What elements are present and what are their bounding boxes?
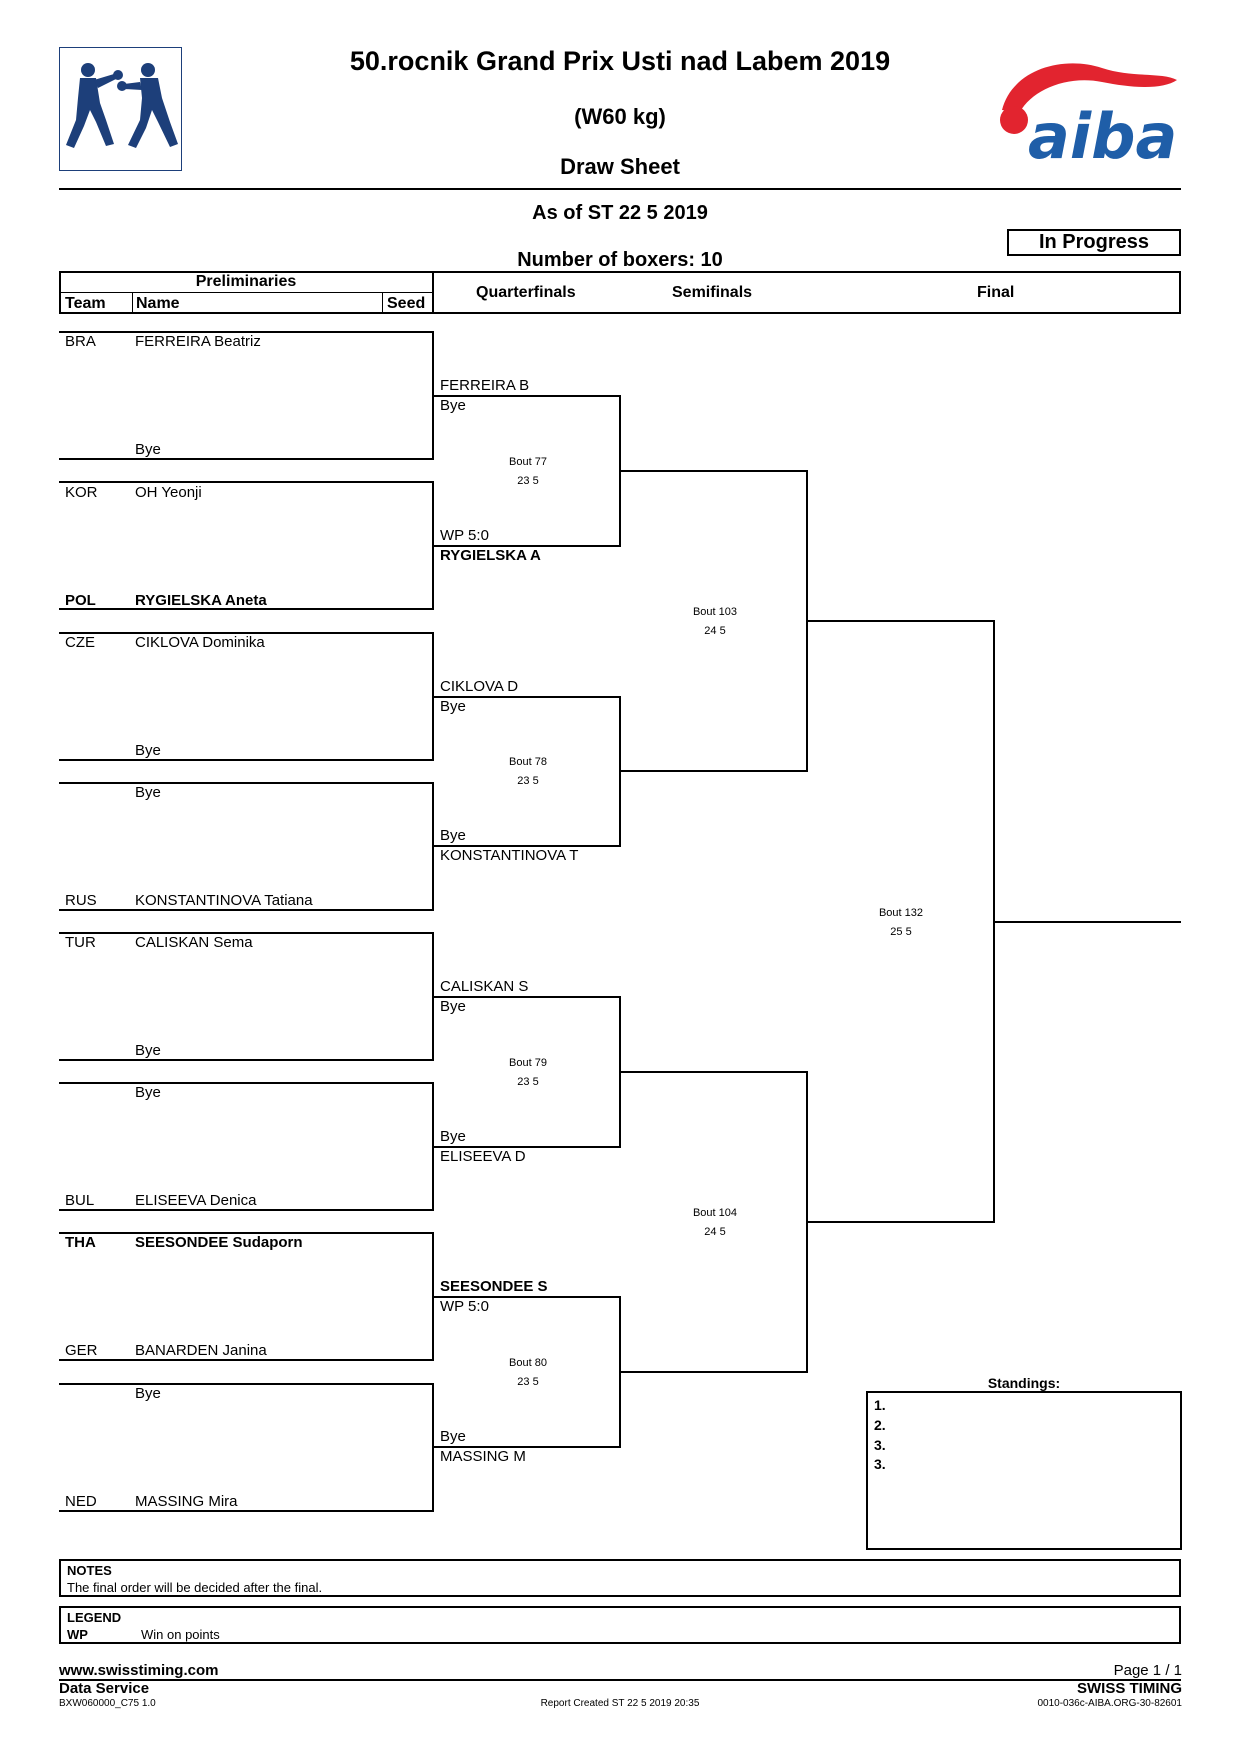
footer-website[interactable]: www.swisstiming.com <box>59 1662 219 1679</box>
standing-place: 3. <box>874 1437 886 1453</box>
status-badge: In Progress <box>1007 229 1181 256</box>
qf-top-name: FERREIRA B <box>440 377 530 394</box>
boxer-name: KONSTANTINOVA Tatiana <box>135 892 313 909</box>
as-of-date: As of ST 22 5 2019 <box>532 202 708 224</box>
boxer-name: SEESONDEE Sudaporn <box>135 1234 303 1251</box>
col-preliminaries: Preliminaries <box>195 273 297 290</box>
bout-number: Bout 77 <box>509 456 547 468</box>
footer-code-left: BXW060000_C75 1.0 <box>59 1698 156 1709</box>
team-code: RUS <box>65 892 97 909</box>
team-code: TUR <box>65 934 96 951</box>
qf-top-result: Bye <box>440 998 466 1015</box>
notes-title: NOTES <box>67 1563 112 1578</box>
notes-text: The final order will be decided after th… <box>67 1580 323 1595</box>
event-title: 50.rocnik Grand Prix Usti nad Labem 2019 <box>349 46 891 76</box>
notes-box: NOTES The final order will be decided af… <box>59 1559 1181 1597</box>
boxer-name: BANARDEN Janina <box>135 1342 267 1359</box>
col-semifinals: Semifinals <box>672 284 753 301</box>
qf-top-result: Bye <box>440 397 466 414</box>
boxer-name: RYGIELSKA Aneta <box>135 592 267 609</box>
qf-top-name: CIKLOVA D <box>440 678 519 695</box>
legend-meaning: Win on points <box>141 1627 220 1642</box>
team-code: BRA <box>65 333 96 350</box>
semifinal-bout-number: Bout 104 <box>692 1207 738 1219</box>
aiba-logo: aiba <box>992 50 1182 173</box>
final-bout-date: 25 5 <box>890 926 912 938</box>
bout-number: Bout 78 <box>509 756 547 768</box>
header-rule <box>59 188 1181 190</box>
col-final: Final <box>977 284 1015 301</box>
final-bout-number: Bout 132 <box>878 907 924 919</box>
team-code: KOR <box>65 484 98 501</box>
legend-title: LEGEND <box>67 1610 122 1625</box>
standing-place: 2. <box>874 1417 886 1433</box>
bout-number: Bout 80 <box>509 1357 547 1369</box>
boxer-name: Bye <box>135 1042 161 1059</box>
bout-number: Bout 79 <box>509 1057 547 1069</box>
standing-place: 1. <box>874 1397 886 1413</box>
boxers-icon <box>66 63 178 148</box>
boxers-count: Number of boxers: 10 <box>517 249 723 271</box>
footer-rule <box>59 1679 1181 1681</box>
standings-box: 1. 2. 3. 3. <box>866 1391 1182 1550</box>
standings-title: Standings: <box>987 1375 1061 1391</box>
sheet-title: Draw Sheet <box>560 154 680 179</box>
boxer-name: CIKLOVA Dominika <box>135 634 265 651</box>
qf-bottom-result: Bye <box>440 1428 466 1445</box>
qf-bottom-name: RYGIELSKA A <box>440 547 541 564</box>
team-code: THA <box>65 1234 96 1251</box>
semifinal-bout-date: 24 5 <box>704 1226 726 1238</box>
qf-bottom-name: KONSTANTINOVA T <box>440 847 579 864</box>
team-code: NED <box>65 1493 97 1510</box>
col-team: Team <box>65 295 106 312</box>
bout-date: 23 5 <box>517 775 539 787</box>
qf-bottom-name: ELISEEVA D <box>440 1148 526 1165</box>
qf-top-result: WP 5:0 <box>440 1298 489 1315</box>
boxer-name: Bye <box>135 784 161 801</box>
event-logo <box>59 47 182 171</box>
team-code: BUL <box>65 1192 95 1209</box>
boxer-name: FERREIRA Beatriz <box>135 333 261 350</box>
qf-bottom-result: Bye <box>440 1128 466 1145</box>
col-quarterfinals: Quarterfinals <box>476 284 576 301</box>
weight-class: (W60 kg) <box>574 104 666 129</box>
footer-report-created: Report Created ST 22 5 2019 20:35 <box>540 1698 700 1709</box>
footer-page: Page 1 / 1 <box>1113 1662 1182 1679</box>
qf-top-result: Bye <box>440 698 466 715</box>
legend-code: WP <box>67 1627 88 1642</box>
footer-data-service: Data Service <box>59 1680 150 1697</box>
qf-bottom-result: Bye <box>440 827 466 844</box>
status-text: In Progress <box>1038 231 1150 253</box>
boxer-name: Bye <box>135 1084 161 1101</box>
bout-date: 23 5 <box>517 1376 539 1388</box>
boxer-name: MASSING Mira <box>135 1493 238 1510</box>
qf-bottom-name: MASSING M <box>440 1448 526 1465</box>
bout-date: 23 5 <box>517 1076 539 1088</box>
boxer-name: Bye <box>135 742 161 759</box>
team-code: CZE <box>65 634 95 651</box>
semifinal-bout-date: 24 5 <box>704 625 726 637</box>
semifinal-bout-number: Bout 103 <box>692 606 738 618</box>
qf-bottom-result: WP 5:0 <box>440 527 489 544</box>
col-seed: Seed <box>387 295 426 312</box>
footer-brand: SWISS TIMING <box>1077 1680 1182 1697</box>
standing-place: 3. <box>874 1456 886 1472</box>
boxer-name: OH Yeonji <box>135 484 202 501</box>
qf-top-name: SEESONDEE S <box>440 1278 548 1295</box>
team-code: POL <box>65 592 96 609</box>
bout-date: 23 5 <box>517 475 539 487</box>
boxer-name: Bye <box>135 1385 161 1402</box>
boxer-name: CALISKAN Sema <box>135 934 253 951</box>
aiba-swoosh-icon <box>1002 63 1177 112</box>
boxer-name: ELISEEVA Denica <box>135 1192 257 1209</box>
svg-text:aiba: aiba <box>1028 100 1177 165</box>
qf-top-name: CALISKAN S <box>440 978 529 995</box>
footer-code-right: 0010-036c-AIBA.ORG-30-82601 <box>1037 1698 1182 1709</box>
legend-box: LEGEND WP Win on points <box>59 1606 1181 1644</box>
team-code: GER <box>65 1342 98 1359</box>
col-name: Name <box>136 295 180 312</box>
boxer-name: Bye <box>135 441 161 458</box>
